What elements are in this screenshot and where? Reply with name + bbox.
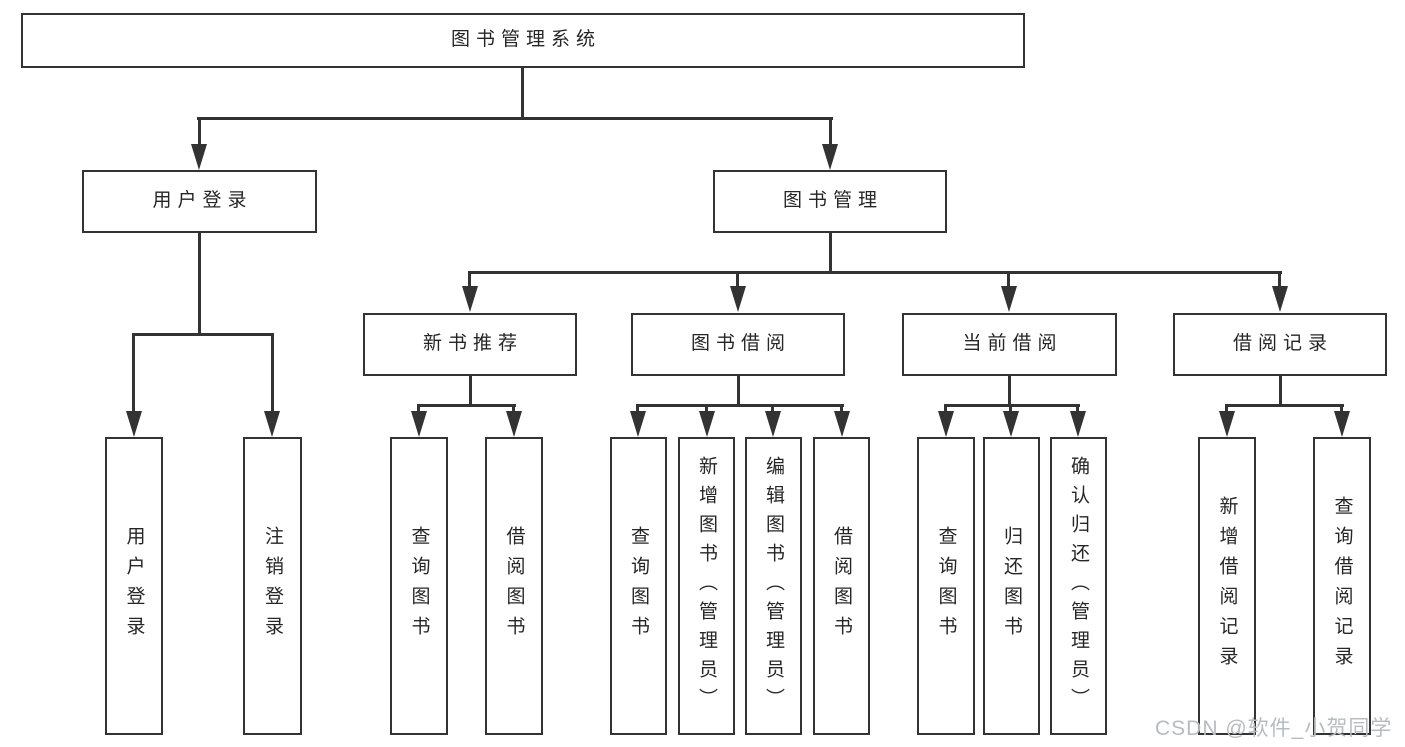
node-book-borrow-label: 图书借阅 — [690, 333, 791, 355]
connector-stub — [512, 404, 515, 414]
node-current-borrow-label: 当前借阅 — [962, 333, 1063, 355]
connector-stub — [944, 404, 947, 414]
leaf-query-book-recommend: 查询图书 — [390, 437, 448, 735]
connector-current-borrow-vline — [1008, 376, 1011, 407]
leaf-query-book-recommend-label: 查询图书 — [408, 526, 430, 646]
node-borrow-record-label: 借阅记录 — [1232, 333, 1333, 355]
connector-stub-leaf-user-login — [132, 333, 135, 413]
arrow-down-icon — [1219, 411, 1235, 437]
connector-stub — [1076, 404, 1079, 414]
leaf-user-login: 用户登录 — [105, 437, 163, 735]
connector-book-management-hline — [468, 271, 1282, 274]
connector-new-book-hline — [417, 404, 516, 407]
arrow-down-icon — [938, 411, 954, 437]
node-root-label: 图书管理系统 — [450, 29, 601, 51]
node-book-management: 图书管理 — [713, 170, 947, 233]
connector-stub — [636, 404, 639, 414]
leaf-edit-book-admin: 编辑图书（管理员） — [745, 437, 802, 735]
connector-stub — [705, 404, 708, 414]
connector-book-management-vline — [829, 233, 832, 273]
arrow-down-icon — [1070, 411, 1086, 437]
node-root: 图书管理系统 — [21, 13, 1025, 68]
arrow-down-icon — [1272, 286, 1288, 312]
connector-stub-new-book — [468, 271, 471, 288]
connector-stub — [417, 404, 420, 414]
leaf-query-book-borrow: 查询图书 — [610, 437, 667, 735]
leaf-confirm-return-admin-label: 确认归还（管理员） — [1068, 455, 1089, 717]
node-new-book-recommend: 新书推荐 — [363, 313, 577, 376]
leaf-user-login-label: 用户登录 — [123, 526, 145, 646]
node-user-login: 用户登录 — [82, 170, 317, 233]
arrow-down-icon — [630, 411, 646, 437]
connector-book-borrow-vline — [737, 376, 740, 407]
connector-root-vline — [521, 68, 524, 119]
arrow-down-icon — [191, 144, 207, 170]
node-user-login-label: 用户登录 — [152, 190, 253, 212]
leaf-edit-book-admin-label: 编辑图书（管理员） — [763, 455, 784, 717]
arrow-down-icon — [834, 411, 850, 437]
leaf-borrow-book: 借阅图书 — [813, 437, 870, 735]
leaf-query-book-borrow-label: 查询图书 — [628, 526, 649, 646]
leaf-borrow-book-recommend-label: 借阅图书 — [503, 526, 525, 646]
leaf-borrow-book-label: 借阅图书 — [831, 526, 852, 646]
connector-stub-leaf-logout — [271, 333, 274, 413]
arrow-down-icon — [1001, 286, 1017, 312]
leaf-add-borrow-record-label: 新增借阅记录 — [1216, 496, 1238, 676]
leaf-logout: 注销登录 — [243, 437, 302, 735]
arrow-down-icon — [264, 411, 280, 437]
node-new-book-recommend-label: 新书推荐 — [422, 333, 523, 355]
node-borrow-record: 借阅记录 — [1173, 313, 1387, 376]
connector-user-login-vline — [198, 233, 201, 335]
connector-root-hline — [197, 117, 833, 120]
leaf-query-borrow-record-label: 查询借阅记录 — [1331, 496, 1353, 676]
leaf-confirm-return-admin: 确认归还（管理员） — [1050, 437, 1107, 735]
arrow-down-icon — [822, 144, 838, 170]
connector-stub — [1225, 404, 1228, 414]
leaf-borrow-book-recommend: 借阅图书 — [485, 437, 543, 735]
connector-borrow-record-vline — [1279, 376, 1282, 407]
connector-book-borrow-hline — [636, 404, 844, 407]
leaf-add-borrow-record: 新增借阅记录 — [1198, 437, 1256, 735]
connector-stub-book-borrow — [736, 271, 739, 288]
connector-stub-book-management — [829, 117, 832, 147]
leaf-logout-label: 注销登录 — [262, 526, 283, 646]
connector-stub — [1340, 404, 1343, 414]
arrow-down-icon — [765, 411, 781, 437]
leaf-return-book-label: 归还图书 — [1001, 526, 1022, 646]
node-current-borrow: 当前借阅 — [902, 313, 1117, 376]
connector-user-login-hline — [132, 333, 274, 336]
arrow-down-icon — [699, 411, 715, 437]
arrow-down-icon — [126, 411, 142, 437]
connector-stub — [1009, 404, 1012, 414]
arrow-down-icon — [1334, 411, 1350, 437]
leaf-add-book-admin: 新增图书（管理员） — [678, 437, 735, 735]
arrow-down-icon — [462, 286, 478, 312]
csdn-watermark: CSDN @软件_小贺同学 — [1155, 717, 1393, 740]
connector-stub-borrow-record — [1278, 271, 1281, 288]
leaf-return-book: 归还图书 — [983, 437, 1040, 735]
arrow-down-icon — [506, 411, 522, 437]
connector-stub-current-borrow — [1007, 271, 1010, 288]
connector-new-book-vline — [469, 376, 472, 407]
connector-borrow-record-hline — [1225, 404, 1344, 407]
connector-stub-user-login — [198, 117, 201, 147]
connector-stub — [840, 404, 843, 414]
connector-current-borrow-hline — [944, 404, 1080, 407]
connector-stub — [771, 404, 774, 414]
leaf-query-book-current: 查询图书 — [917, 437, 975, 735]
arrow-down-icon — [1003, 411, 1019, 437]
node-book-borrow: 图书借阅 — [631, 313, 845, 376]
leaf-query-borrow-record: 查询借阅记录 — [1313, 437, 1371, 735]
arrow-down-icon — [730, 286, 746, 312]
node-book-management-label: 图书管理 — [782, 190, 883, 212]
leaf-query-book-current-label: 查询图书 — [935, 526, 957, 646]
arrow-down-icon — [411, 411, 427, 437]
leaf-add-book-admin-label: 新增图书（管理员） — [696, 455, 717, 717]
